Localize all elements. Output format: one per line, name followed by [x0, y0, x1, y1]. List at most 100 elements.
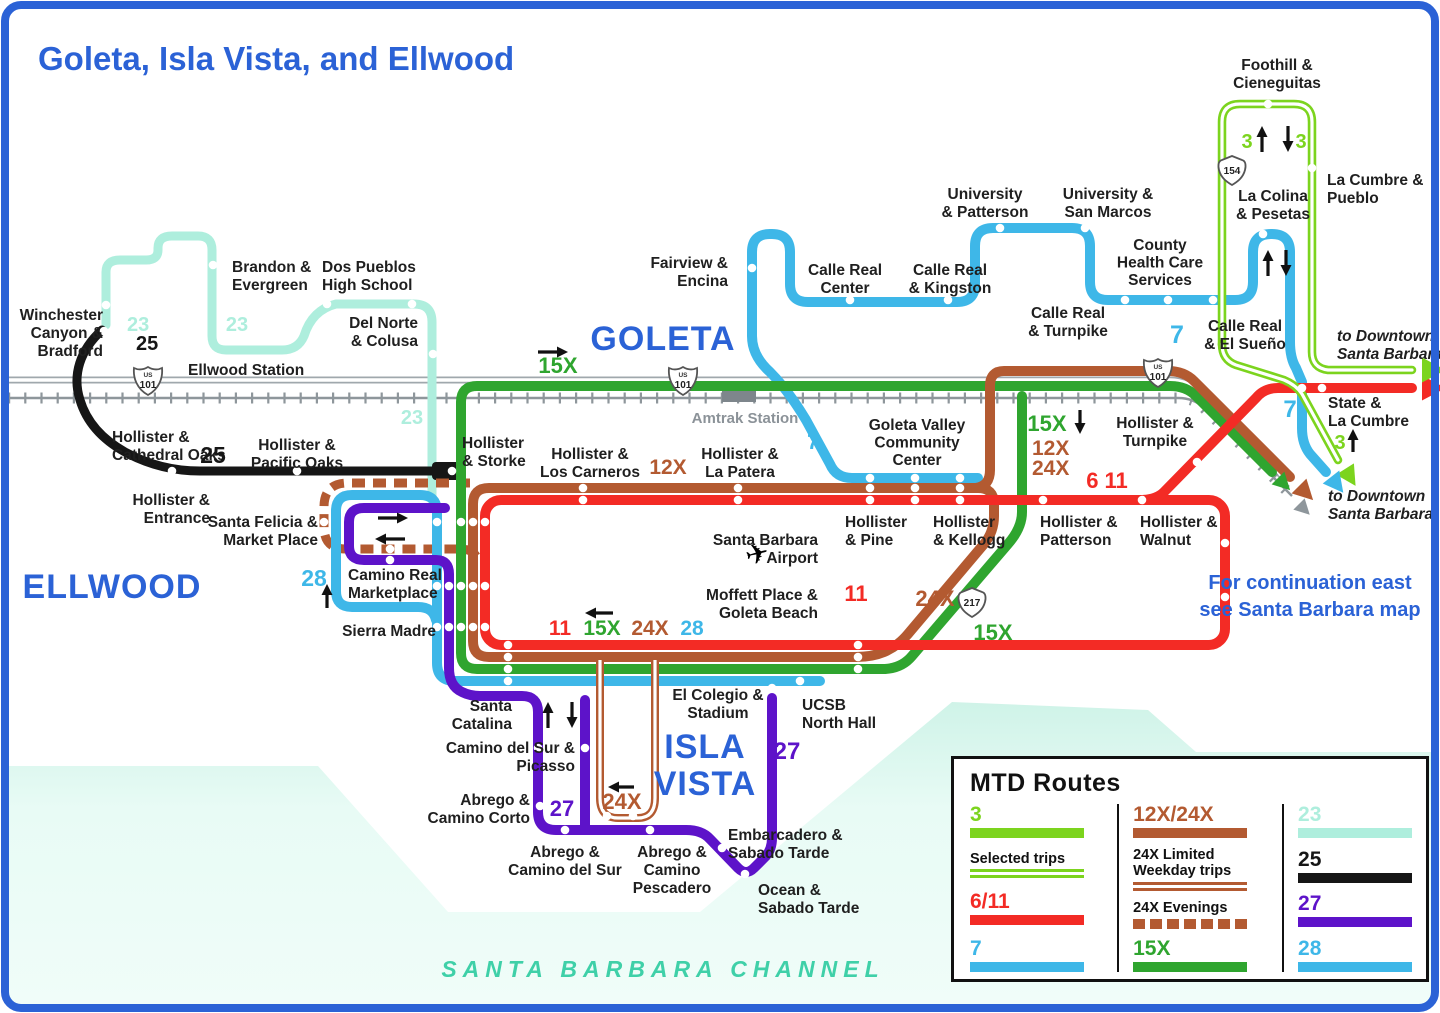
label-n15x-a: 15X [538, 353, 577, 378]
label-n24x-b: 24X [602, 789, 641, 814]
label-n12x-a: 12X [649, 456, 686, 479]
svg-text:154: 154 [1224, 166, 1241, 177]
label-amtrak-station: Amtrak Station [692, 410, 799, 427]
route-28-line [331, 490, 825, 686]
legend-item-3: 3 [970, 804, 1103, 838]
label-abrego-caminodelsur: Abrego &Camino del Sur [508, 844, 622, 879]
legend-item-27: 27 [1298, 893, 1413, 928]
label-n27-b: 27 [774, 738, 801, 765]
label-foothill: Foothill &Cieneguitas [1233, 57, 1321, 92]
legend-item-24x-limited: 24X Limited Weekday trips [1133, 847, 1268, 891]
legend: MTD Routes 3 Selected trips 6/11 7 12X [951, 756, 1429, 982]
svg-text:217: 217 [964, 598, 981, 609]
route-15x [456, 381, 1277, 674]
legend-item-7: 7 [970, 938, 1103, 972]
label-city-ellwood: ELLWOOD [23, 568, 202, 606]
label-n23-c: 23 [401, 407, 423, 429]
label-n15x-c: 15X [973, 620, 1012, 645]
label-hollister-lapatera: Hollister &La Patera [701, 446, 779, 481]
legend-item-6-11: 6/11 [970, 891, 1103, 926]
amtrak-station-marker [722, 389, 756, 402]
legend-bar-15x [1133, 961, 1248, 972]
label-callereal-elsueno: Calle Real& El Sueño [1204, 318, 1286, 353]
label-n25-b: 25 [200, 442, 226, 468]
ca-route-shield-217: 217 [957, 587, 987, 619]
label-ocean-sabado: Ocean &Sabado Tarde [758, 882, 860, 917]
label-univ-sanmarcos: University &San Marcos [1063, 186, 1153, 221]
label-embarcadero: Embarcadero &Sabado Tarde [728, 827, 843, 862]
label-moffett: Moffett Place &Goleta Beach [706, 587, 818, 622]
direction-arrows [321, 126, 1359, 793]
label-hollister-walnut: Hollister &Walnut [1140, 514, 1218, 549]
label-n28-a: 28 [301, 565, 327, 591]
label-n3-mid: 3 [1334, 432, 1345, 454]
legend-bar-6-11 [970, 915, 1084, 926]
label-delnorte: Del Norte& Colusa [349, 315, 418, 350]
label-caminodelsur-picasso: Camino del Sur &Picasso [446, 740, 575, 775]
label-hollister-pine: Hollister& Pine [845, 514, 907, 549]
svg-text:101: 101 [140, 380, 157, 391]
legend-bar-12x24x [1133, 828, 1248, 838]
legend-bar-3 [970, 828, 1084, 838]
label-title: Goleta, Isla Vista, and Ellwood [38, 40, 514, 77]
label-n25-a: 25 [136, 333, 158, 355]
label-sierra-madre: Sierra Madre [342, 623, 436, 640]
legend-line-24x-limited [1133, 882, 1248, 891]
label-hollister-pacific: Hollister &Pacific Oaks [251, 437, 343, 472]
label-n3-top2: 3 [1295, 131, 1306, 153]
legend-bar-7 [970, 961, 1084, 972]
legend-item-12x-24x: 12X/24X [1133, 804, 1268, 838]
label-hollister-carneros: Hollister &Los Carneros [540, 446, 640, 481]
label-ellwood-station: Ellwood Station [188, 362, 304, 379]
label-n27-a: 27 [550, 796, 574, 821]
legend-item-25: 25 [1298, 849, 1413, 883]
route-7-line [747, 223, 1331, 483]
label-n7-a: 7 [1170, 321, 1184, 349]
legend-bar-25 [1298, 872, 1413, 883]
legend-item-23: 23 [1298, 804, 1413, 838]
label-hollister-entrance: Hollister &Entrance [132, 492, 210, 527]
stop-dots [99, 99, 1327, 879]
label-brandon: Brandon &Evergreen [232, 259, 311, 294]
legend-title: MTD Routes [970, 769, 1121, 797]
label-n611: 6 11 [1086, 468, 1128, 493]
label-callereal-turnpike: Calle Real& Turnpike [1028, 305, 1108, 340]
label-n28-row: 28 [680, 617, 704, 640]
label-channel: SANTA BARBARA CHANNEL [441, 956, 884, 982]
legend-bar-27 [1298, 917, 1413, 928]
legend-item-selected-trips: Selected trips [970, 851, 1103, 879]
label-abrego-corto: Abrego &Camino Corto [428, 792, 530, 827]
label-hollister-patterson: Hollister &Patterson [1040, 514, 1118, 549]
legend-line-selected [970, 869, 1084, 879]
label-el-colegio: El Colegio &Stadium [672, 687, 763, 722]
label-n24x-row: 24X [631, 617, 668, 640]
label-santa-felicia: Santa Felicia &Market Place [208, 514, 319, 549]
label-lacolina: La Colina& Pesetas [1236, 188, 1310, 223]
label-hollister-kellogg: Hollister& Kellogg [933, 514, 1005, 549]
legend-item-15x: 15X [1133, 938, 1268, 972]
label-n7-b: 7 [807, 431, 819, 454]
label-n11-a: 11 [844, 581, 867, 606]
label-n24x-a: 24X [915, 586, 954, 611]
label-callereal-kingston: Calle Real& Kingston [909, 262, 992, 297]
legend-divider-2 [1282, 804, 1285, 972]
svg-text:US: US [143, 372, 153, 379]
svg-text:101: 101 [1150, 372, 1167, 383]
